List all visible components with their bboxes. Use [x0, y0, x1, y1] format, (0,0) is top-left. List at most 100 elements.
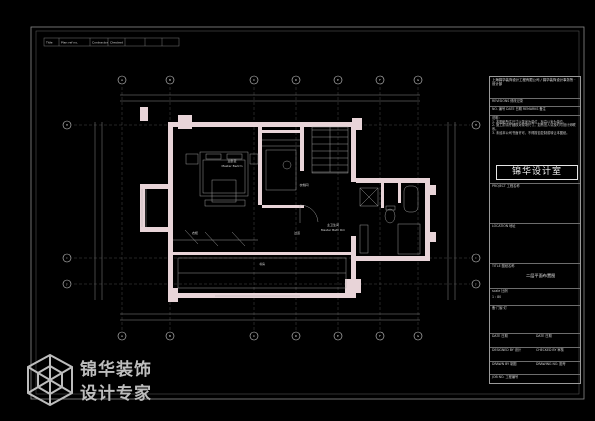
watermark-line-1: 锦华装饰	[80, 360, 152, 380]
grid-bubble-top-d	[291, 75, 301, 85]
note-line-1: 1. 本图纸所注尺寸以毫米为单位，标高以米为单位。	[492, 119, 567, 124]
grid-label-top-c: C	[253, 78, 255, 82]
room-label-master-bedroom-en: Master Bedrm	[221, 164, 242, 168]
grid-lines	[74, 87, 470, 330]
nightstand-right	[249, 153, 259, 165]
grid-label-top-d: D	[295, 78, 298, 82]
grid-label-top-g: G	[417, 78, 420, 82]
revisions-row: REVISIONS 修改记录	[490, 98, 580, 106]
grid-bubble-right-j	[471, 279, 481, 289]
grid-label-bottom-a: A	[121, 334, 124, 338]
grid-label-top-a: A	[121, 78, 124, 82]
grid-bubble-top-e	[333, 75, 343, 85]
grid-bubble-top-f	[375, 75, 385, 85]
toilet	[384, 208, 396, 224]
title-block: 上海锦华装饰设计工程有限公司 / 锦华装饰设计事务所 · 设计部 REVISIO…	[489, 76, 581, 384]
bathtub	[403, 185, 419, 213]
job-no-label: JOB NO. 工程编号	[490, 374, 580, 384]
header-strip: Title Plan ref no. Contractor Checked	[43, 37, 180, 47]
grid-bubble-bottom-f	[375, 331, 385, 341]
tub-alt	[397, 223, 421, 255]
revision-columns-row: NO. 编号 DATE 日期 REMARKS 备注	[490, 106, 580, 114]
designed-label: DESIGNED BY 设计	[492, 348, 522, 352]
grid-bubble-bottom-c	[249, 331, 259, 341]
company-logo: 锦华设计室	[496, 165, 578, 180]
drawing-no-label: DRAWING NO. 图号	[536, 362, 566, 366]
grid-bubble-top-g	[413, 75, 423, 85]
grid-label-left-j: J	[66, 282, 68, 286]
room-label-walk-in: 衣帽间	[299, 182, 308, 187]
checked-label: CHECKED BY 审核	[536, 348, 564, 352]
note-line-3: 3. 未经本公司书面许可，不得擅自复制或转让本图纸。	[492, 130, 570, 135]
notes-block: 说明： 1. 本图纸所注尺寸以毫米为单位，标高以米为单位。 2. 施工前请仔细核…	[490, 115, 580, 163]
grid-label-left-i: I	[67, 256, 68, 260]
grid-label-bottom-g: G	[417, 334, 420, 338]
grid-label-bottom-b: B	[169, 334, 171, 338]
grid-label-right-i: I	[476, 256, 477, 260]
grid-bubble-bottom-g	[413, 331, 423, 341]
company-name: 上海锦华装饰设计工程有限公司 / 锦华装饰设计事务所 · 设计部	[492, 78, 576, 86]
room-label-storage: 衣柜	[192, 230, 198, 235]
grid-bubble-labels: A B C D E F G A B C D E F G H I J H I J	[66, 78, 478, 338]
walls	[140, 107, 436, 302]
grid-label-top-b: B	[169, 78, 171, 82]
grid-bubble-top-a	[117, 75, 127, 85]
grid-label-bottom-d: D	[295, 334, 298, 338]
drawn-label: DRAWN BY 制图	[492, 362, 517, 366]
room-label-master-bath: 主卫生间	[327, 222, 339, 227]
notes-heading: 说明：	[492, 116, 502, 120]
grid-bubble-left-i	[62, 253, 72, 263]
interior-linework	[141, 126, 421, 297]
header-cell-2: Plan ref no.	[61, 41, 78, 45]
scale-label: scale 比例	[490, 288, 580, 296]
header-cell-4: Checked	[110, 41, 123, 45]
grid-bubble-bottom-e	[333, 331, 343, 341]
grid-label-left-h: H	[66, 123, 68, 127]
grid-bubble-top-b	[165, 75, 175, 85]
room-label-corridor: 过道	[294, 230, 300, 235]
drawing-title: 二层平面布置图	[526, 273, 556, 278]
location-label: LOCATION 地址	[490, 223, 580, 235]
grid-label-top-f: F	[379, 78, 381, 82]
grid-bubble-bottom-b	[165, 331, 175, 341]
grid-bubble-top-c	[249, 75, 259, 85]
grid-label-right-h: H	[475, 123, 477, 127]
grid-label-bottom-f: F	[379, 334, 381, 338]
room-label-master-bedroom: 主卧室	[227, 158, 236, 163]
grid-bubble-right-h	[471, 120, 481, 130]
watermark: 锦华装饰 设计专家	[24, 352, 174, 410]
grid-bubble-left-j	[62, 279, 72, 289]
header-cell-3: Contractor	[92, 41, 109, 45]
date-value: DATE 日期	[536, 334, 552, 338]
watermark-line-2: 设计专家	[80, 384, 152, 404]
bed	[199, 151, 249, 197]
grid-bubble-bottom-d	[291, 331, 301, 341]
closet-island	[265, 149, 297, 191]
header-cell-1: Title	[45, 41, 53, 45]
sheet-inner-border	[35, 30, 580, 395]
grid-label-top-e: E	[337, 78, 339, 82]
note-line-2: 2. 施工前请仔细核对现场尺寸，如有出入请及时与设计师联系。	[492, 123, 576, 132]
cube-logo-icon	[27, 353, 73, 407]
room-labels: 主卧室 Master Bedrm 衣帽间 主卫生间 Master Bath Rm…	[192, 158, 345, 266]
room-label-master-bath-en: Master Bath Rm	[321, 228, 345, 232]
room-label-study: 书房	[259, 261, 265, 266]
scale-value: 1 : 80	[492, 295, 502, 299]
grid-bubble-left-h	[62, 120, 72, 130]
title-label: TITLE 图纸名称	[490, 263, 580, 273]
sheet-border	[30, 26, 585, 400]
drawn-row: DRAWN BY 制图 DRAWING NO. 图号	[490, 361, 580, 371]
staircase	[311, 126, 349, 174]
date-label: DATE 日期	[492, 334, 508, 338]
grid-bubble-right-i	[471, 253, 481, 263]
spare-row: 备·门窗·灯	[490, 305, 580, 315]
grid-label-right-j: J	[475, 282, 477, 286]
grid-label-bottom-e: E	[337, 334, 339, 338]
grid-bubble-bottom-a	[117, 331, 127, 341]
bench	[211, 179, 237, 203]
nightstand-left	[185, 153, 199, 165]
shower	[359, 187, 379, 207]
project-label: PROJECT 工程名称	[490, 183, 580, 195]
